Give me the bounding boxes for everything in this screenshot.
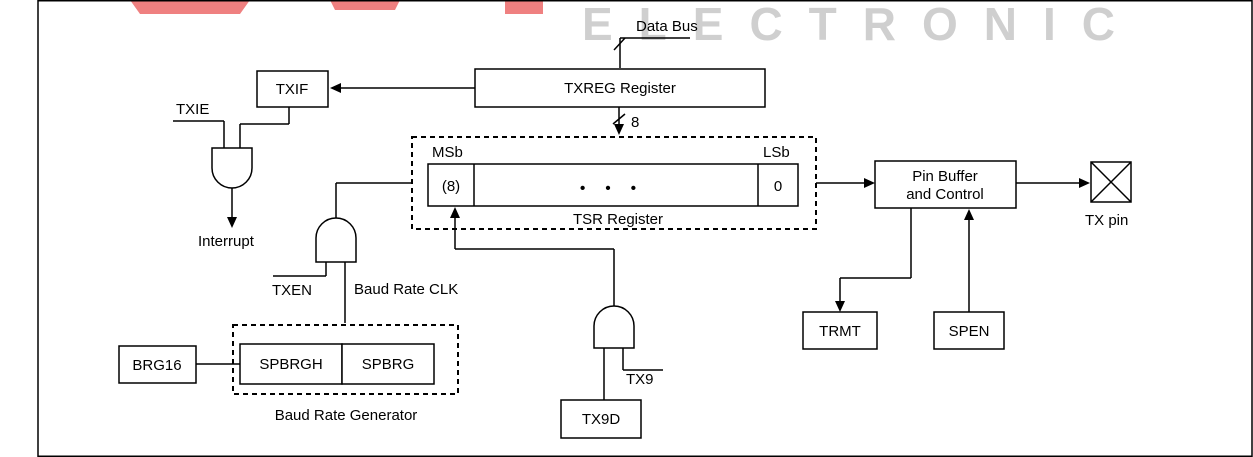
baud-generator-label: Baud Rate Generator xyxy=(275,407,418,424)
txif-flag xyxy=(256,70,329,108)
brg16-bit xyxy=(118,345,197,384)
txreg-label: TXREG Register xyxy=(564,80,676,97)
tx9-label: TX9 xyxy=(626,371,654,388)
tsr-label: TSR Register xyxy=(573,211,663,228)
interrupt-and-gate xyxy=(211,147,253,189)
data-bus-label: Data Bus xyxy=(636,18,698,35)
watermark-logo: ELECTRONIC xyxy=(130,0,1141,50)
bus-width-label: 8 xyxy=(631,114,639,131)
watermark-text: ELECTRONIC xyxy=(582,0,1141,50)
tx-pin-label: TX pin xyxy=(1085,212,1128,229)
tsr-msb-cell: (8) xyxy=(442,178,460,195)
spen-label: SPEN xyxy=(949,323,990,340)
spbrgh-label: SPBRGH xyxy=(259,356,322,373)
spbrg-label: SPBRG xyxy=(362,356,415,373)
tx-pin-icon xyxy=(1090,161,1132,203)
txreg-register xyxy=(474,68,766,108)
msb-label: MSb xyxy=(432,144,463,161)
tx9d-label: TX9D xyxy=(582,411,621,428)
baud-generator-enclosure xyxy=(232,324,459,395)
baud-clk-label: Baud Rate CLK xyxy=(354,281,458,298)
txif-label: TXIF xyxy=(276,81,309,98)
trmt-label: TRMT xyxy=(819,323,861,340)
pin-buffer-control xyxy=(874,160,1017,209)
txen-label: TXEN xyxy=(272,282,312,299)
lsb-label: LSb xyxy=(763,144,790,161)
txie-label: TXIE xyxy=(176,101,209,118)
tsr-lsb-cell: 0 xyxy=(774,178,782,195)
spen-bit xyxy=(933,311,1005,350)
interrupt-label: Interrupt xyxy=(198,233,255,250)
brg16-label: BRG16 xyxy=(132,357,181,374)
tsr-dots: • • • xyxy=(580,180,644,197)
trmt-flag xyxy=(802,311,878,350)
tsr-register xyxy=(427,163,799,207)
diagram-frame xyxy=(37,0,1253,457)
tx9-and-gate xyxy=(593,305,635,349)
tx9d-bit xyxy=(560,399,642,439)
spbrg-register xyxy=(341,343,435,385)
clock-and-gate xyxy=(315,217,357,263)
pin-buffer-line1: Pin Buffer xyxy=(912,168,978,185)
pin-buffer-line2: and Control xyxy=(906,186,984,203)
